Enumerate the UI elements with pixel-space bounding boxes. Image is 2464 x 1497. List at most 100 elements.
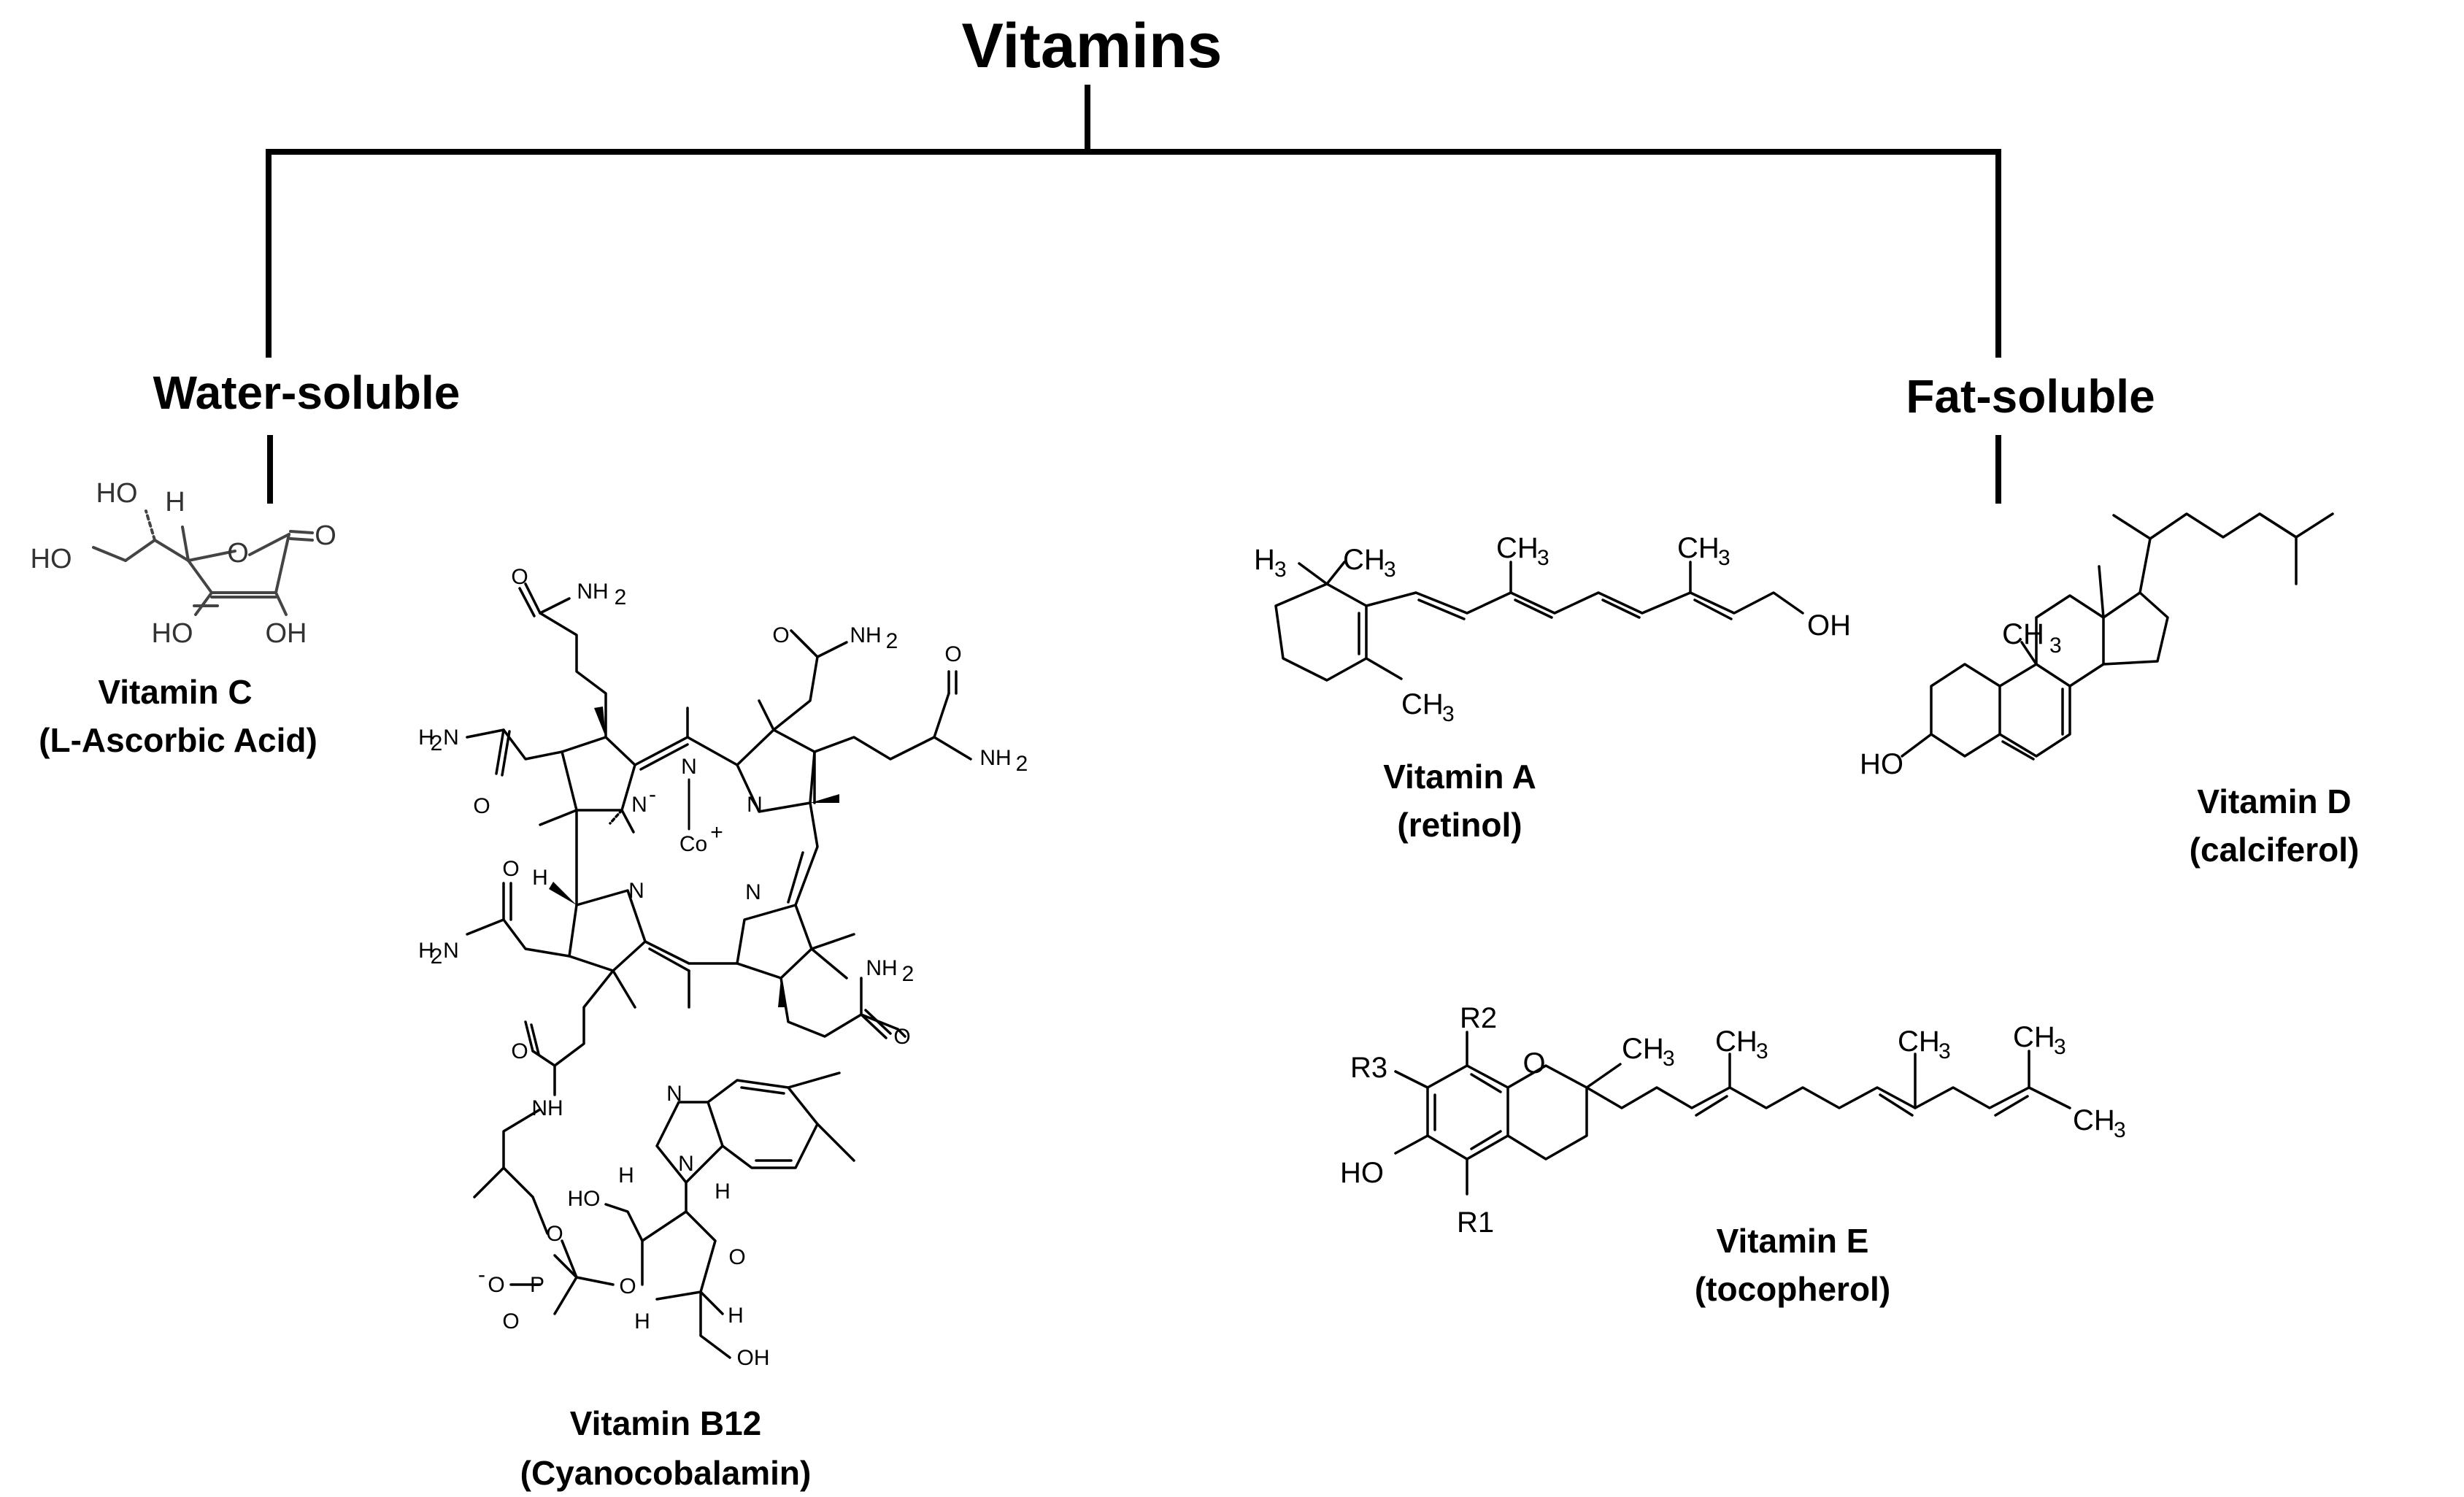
svg-text:O: O bbox=[473, 794, 490, 818]
svg-text:2: 2 bbox=[1016, 752, 1028, 776]
svg-text:O: O bbox=[511, 565, 528, 589]
svg-text:H: H bbox=[634, 1309, 650, 1334]
svg-text:NH: NH bbox=[866, 956, 897, 980]
svg-text:2: 2 bbox=[431, 731, 443, 755]
svg-text:H: H bbox=[532, 866, 548, 890]
svg-text:O: O bbox=[488, 1273, 504, 1297]
svg-text:N: N bbox=[443, 939, 459, 963]
vitamin-e-common-name: (tocopherol) bbox=[1695, 1270, 1890, 1308]
svg-text:-: - bbox=[478, 1263, 485, 1287]
svg-text:O: O bbox=[502, 857, 519, 881]
svg-text:O: O bbox=[502, 1309, 519, 1334]
svg-text:HO: HO bbox=[31, 544, 72, 574]
vitamin-c-name: Vitamin C bbox=[98, 673, 252, 711]
svg-text:H: H bbox=[618, 1163, 634, 1188]
svg-text:Co: Co bbox=[679, 832, 707, 856]
svg-text:O: O bbox=[315, 520, 336, 551]
svg-text:CH: CH bbox=[1401, 688, 1444, 720]
svg-text:OH: OH bbox=[1807, 609, 1851, 642]
vitamin-e-structure: R2 R3 HO R1 O CH 3 CH 3 CH 3 CH 3 CH 3 bbox=[1340, 1002, 2126, 1239]
svg-text:O: O bbox=[944, 642, 961, 666]
svg-text:O: O bbox=[511, 1039, 528, 1063]
svg-text:OH: OH bbox=[266, 618, 307, 649]
svg-text:HO: HO bbox=[96, 478, 138, 509]
svg-text:HO: HO bbox=[1860, 748, 1903, 780]
svg-text:CH: CH bbox=[1622, 1033, 1664, 1065]
svg-text:CH: CH bbox=[1343, 544, 1385, 576]
svg-text:N: N bbox=[747, 793, 763, 817]
svg-text:3: 3 bbox=[2054, 1035, 2066, 1059]
svg-text:OH: OH bbox=[737, 1346, 770, 1370]
svg-text:3: 3 bbox=[2114, 1118, 2126, 1142]
vitamin-a-structure: H 3 N CH 3 CH 3 CH 3 CH 3 OH bbox=[1254, 532, 1851, 726]
svg-text:N: N bbox=[678, 1152, 694, 1176]
svg-text:3: 3 bbox=[1537, 546, 1549, 570]
svg-text:O: O bbox=[893, 1025, 910, 1049]
vitamin-e-name: Vitamin E bbox=[1717, 1222, 1869, 1260]
classification-tree: Vitamins Water-soluble Fat-soluble bbox=[153, 11, 2155, 504]
svg-text:2: 2 bbox=[431, 944, 443, 969]
svg-text:NH: NH bbox=[979, 746, 1011, 770]
svg-text:3: 3 bbox=[1274, 558, 1287, 582]
svg-text:3: 3 bbox=[1756, 1039, 1768, 1063]
svg-text:O: O bbox=[728, 1245, 745, 1269]
svg-text:H: H bbox=[1254, 544, 1275, 576]
svg-text:HO: HO bbox=[152, 618, 193, 649]
svg-text:3: 3 bbox=[2049, 634, 2062, 658]
svg-text:2: 2 bbox=[615, 585, 627, 609]
category-label-fat-soluble: Fat-soluble bbox=[1906, 370, 2155, 423]
vitamin-d-structure: HO CH 3 bbox=[1860, 512, 2334, 780]
svg-text:NH: NH bbox=[850, 623, 881, 647]
svg-text:R1: R1 bbox=[1457, 1207, 1494, 1239]
svg-text:R2: R2 bbox=[1460, 1002, 1497, 1034]
vitamin-d-common-name: (calciferol) bbox=[2190, 831, 2360, 869]
svg-text:N: N bbox=[443, 726, 459, 750]
vitamin-a-name: Vitamin A bbox=[1383, 758, 1536, 796]
svg-text:N: N bbox=[745, 880, 761, 904]
svg-text:3: 3 bbox=[1384, 558, 1396, 582]
svg-text:3: 3 bbox=[1442, 702, 1455, 726]
svg-text:CH: CH bbox=[1898, 1025, 1940, 1058]
vitamin-b12-structure: N - N N N N Co + H O NH 2 H 2 N O O NH 2… bbox=[418, 565, 1028, 1370]
svg-text:N: N bbox=[681, 755, 697, 779]
svg-text:+: + bbox=[710, 820, 723, 844]
svg-text:O: O bbox=[619, 1274, 636, 1298]
svg-text:CH: CH bbox=[2002, 618, 2044, 650]
svg-text:O: O bbox=[1522, 1047, 1545, 1080]
svg-text:R3: R3 bbox=[1350, 1052, 1387, 1084]
vitamin-d-name: Vitamin D bbox=[2197, 782, 2351, 820]
svg-text:O: O bbox=[546, 1222, 563, 1246]
svg-text:2: 2 bbox=[886, 629, 898, 653]
svg-text:P: P bbox=[530, 1273, 544, 1297]
svg-text:3: 3 bbox=[1663, 1047, 1675, 1071]
svg-text:3: 3 bbox=[1939, 1039, 1951, 1063]
category-label-water-soluble: Water-soluble bbox=[153, 366, 461, 419]
svg-text:H: H bbox=[418, 939, 434, 963]
vitamin-b12-common-name: (Cyanocobalamin) bbox=[520, 1454, 812, 1492]
svg-text:H: H bbox=[165, 487, 185, 517]
vitamin-b12-name: Vitamin B12 bbox=[570, 1404, 761, 1442]
vitamin-a-common-name: (retinol) bbox=[1397, 806, 1522, 844]
svg-text:NH: NH bbox=[531, 1096, 563, 1120]
vitamin-c-common-name: (L-Ascorbic Acid) bbox=[39, 721, 317, 759]
svg-text:-: - bbox=[649, 782, 656, 807]
svg-text:CH: CH bbox=[2013, 1021, 2055, 1053]
svg-text:O: O bbox=[772, 623, 789, 647]
vitamin-c-structure: O O H HO HO HO OH bbox=[31, 478, 336, 649]
svg-text:CH: CH bbox=[1496, 532, 1539, 564]
svg-text:3: 3 bbox=[1718, 546, 1730, 570]
svg-text:N: N bbox=[631, 793, 647, 817]
diagram-title: Vitamins bbox=[962, 11, 1223, 81]
svg-text:2: 2 bbox=[902, 962, 915, 986]
svg-text:CH: CH bbox=[2073, 1104, 2115, 1136]
svg-text:CH: CH bbox=[1715, 1025, 1757, 1058]
svg-text:N: N bbox=[666, 1082, 682, 1106]
svg-text:H: H bbox=[418, 726, 434, 750]
svg-text:HO: HO bbox=[568, 1187, 601, 1211]
svg-text:NH: NH bbox=[577, 580, 608, 604]
svg-text:H: H bbox=[728, 1304, 744, 1328]
svg-text:H: H bbox=[715, 1179, 731, 1204]
svg-text:HO: HO bbox=[1340, 1157, 1384, 1189]
svg-text:O: O bbox=[227, 538, 249, 569]
